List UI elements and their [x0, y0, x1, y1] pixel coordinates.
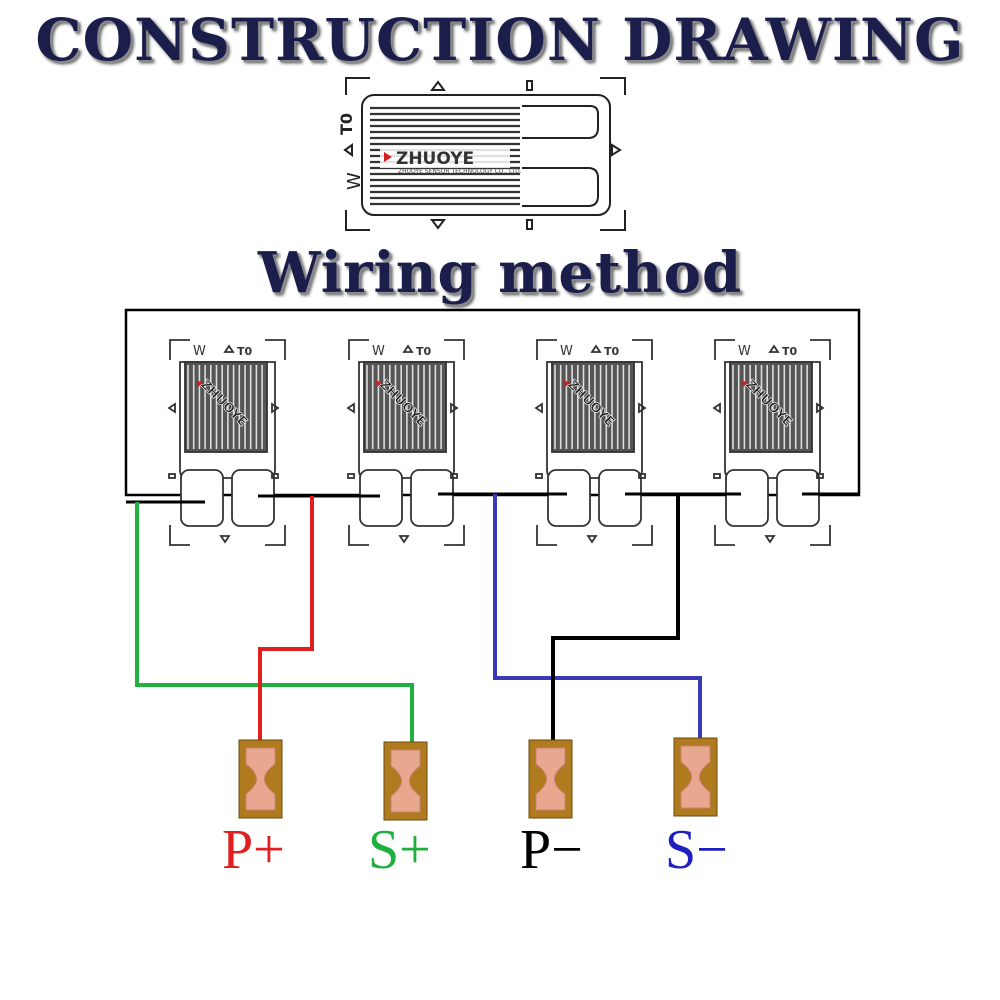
brand-logo-icon	[384, 152, 392, 162]
gauge-mark-t: T0	[237, 345, 253, 358]
gauge-mark-w: W	[193, 344, 206, 359]
gauge-mark-t: T0	[604, 345, 620, 358]
s-minus-wire	[493, 494, 702, 740]
brand-logo-icon	[197, 380, 203, 387]
brand-logo-icon	[564, 380, 570, 387]
brand-logo-icon	[742, 380, 748, 387]
p-minus-wire	[551, 494, 680, 742]
gauge-mark-w: W	[560, 344, 573, 359]
terminal-label-s-minus: S−	[665, 819, 728, 881]
p-plus-wire	[258, 496, 314, 745]
gauge-mark-t: T0	[416, 345, 432, 358]
s-plus-wire	[135, 502, 414, 745]
gauge-interconnects	[126, 492, 859, 504]
gauge-mark-w: W	[738, 344, 751, 359]
gauge-mark-t: T0	[782, 345, 798, 358]
main-title: CONSTRUCTION DRAWING	[35, 6, 965, 74]
terminal-pad-s-minus	[673, 737, 718, 817]
terminal-pad-p-minus	[528, 739, 573, 819]
gauge-mark-t: T0	[337, 113, 356, 135]
terminal-label-p-minus: P−	[520, 819, 583, 881]
brand-logo-icon	[376, 380, 382, 387]
terminal-label-p-plus: P+	[222, 819, 285, 881]
terminal-pad-p-plus	[238, 739, 283, 819]
terminal-label-s-plus: S+	[368, 819, 431, 881]
gauge-brand: ZHUOYE	[396, 149, 474, 169]
wiring-method-title: Wiring method	[257, 240, 743, 306]
gauge-brand-subtext: ZHUOYE SENSOR TECHNOLOGY CO., LTD.	[398, 168, 522, 175]
terminal-pad-s-plus	[383, 741, 428, 821]
gauge-mark-w: W	[344, 172, 365, 190]
gauge-mark-w: W	[372, 344, 385, 359]
